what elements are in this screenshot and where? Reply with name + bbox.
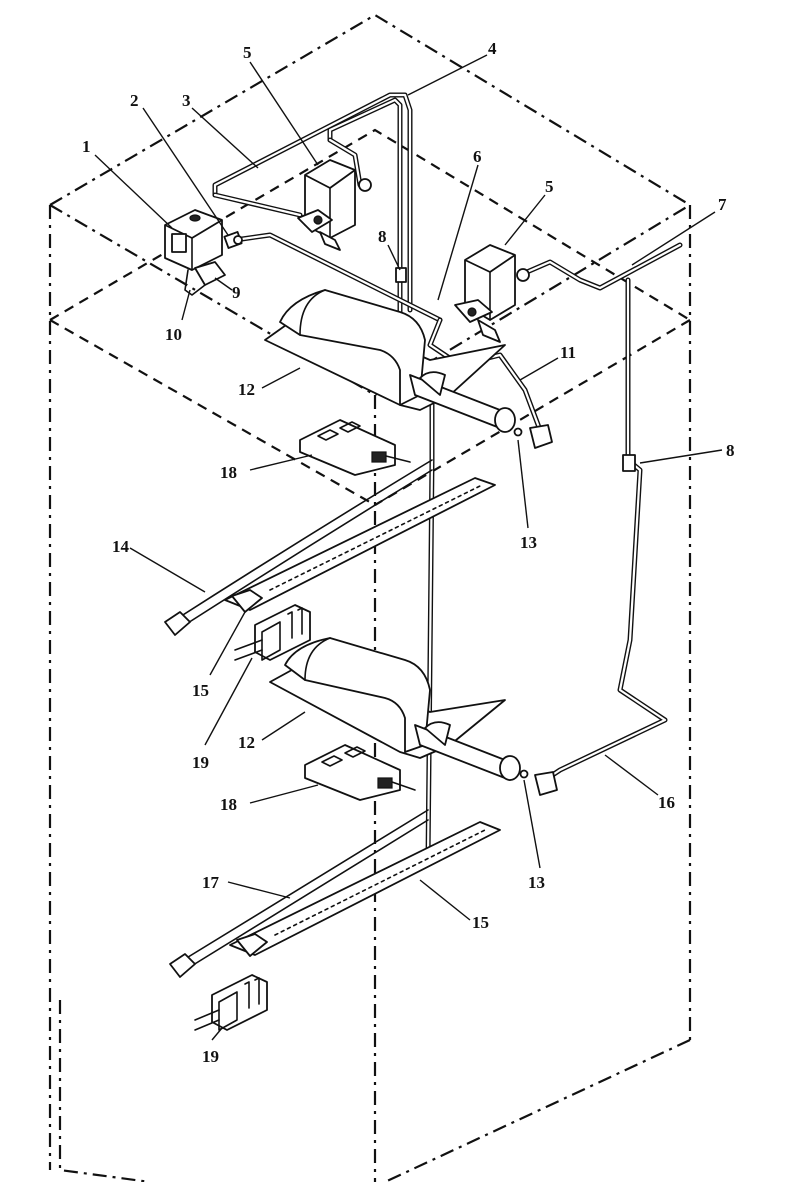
callout-18-upper: 18	[220, 463, 237, 482]
igniter-wire-part-14	[164, 459, 433, 636]
callout-17: 17	[202, 873, 220, 892]
callout-14: 14	[112, 537, 130, 556]
valve-part-5-right	[454, 244, 530, 343]
shelf-plane	[49, 128, 691, 506]
igniter-wire-part-17	[169, 809, 429, 978]
callout-3: 3	[182, 91, 191, 110]
callout-16: 16	[658, 793, 675, 812]
callout-5-upper: 5	[243, 43, 252, 62]
callout-19-upper: 19	[192, 753, 209, 772]
callout-7: 7	[718, 195, 727, 214]
callout-13-lower: 13	[528, 873, 545, 892]
callout-10: 10	[165, 325, 182, 344]
callout-11: 11	[560, 343, 576, 362]
callout-13-upper: 13	[520, 533, 537, 552]
callout-15-lower: 15	[472, 913, 489, 932]
callout-12-lower: 12	[238, 733, 255, 752]
callout-12-upper: 12	[238, 380, 255, 399]
callout-15-upper: 15	[192, 681, 209, 700]
fitting-part-2	[223, 231, 243, 249]
callout-4: 4	[488, 39, 497, 58]
burner-tube-part-15-lower	[229, 821, 501, 957]
callout-8-right: 8	[726, 441, 735, 460]
igniter-module-part-18-lower	[304, 744, 416, 801]
burner-box-part-12-upper	[264, 289, 553, 449]
burner-box-part-12-lower	[269, 637, 558, 796]
cabinet-outline	[48, 13, 692, 1182]
callout-2: 2	[130, 91, 139, 110]
callout-18-lower: 18	[220, 795, 237, 814]
leader-lines	[94, 54, 723, 1041]
connector-part-19-lower	[194, 974, 268, 1031]
igniter-module-part-18-upper	[299, 419, 411, 476]
callout-9: 9	[232, 283, 241, 302]
tube-clip-part-8	[395, 267, 636, 472]
callout-labels: 1 2 3 4 5 5 6 7 8 8 9 10 11 12 12 13 13 …	[82, 39, 735, 1066]
callout-6: 6	[473, 147, 482, 166]
callout-5-right: 5	[545, 177, 554, 196]
callout-19-lower: 19	[202, 1047, 219, 1066]
callout-8-upper: 8	[378, 227, 387, 246]
callout-1: 1	[82, 137, 91, 156]
connector-part-19-upper	[234, 604, 311, 661]
valve-part-1	[164, 209, 226, 296]
valve-part-5-upper	[297, 159, 372, 251]
burner-tube-part-15-upper	[224, 477, 496, 613]
